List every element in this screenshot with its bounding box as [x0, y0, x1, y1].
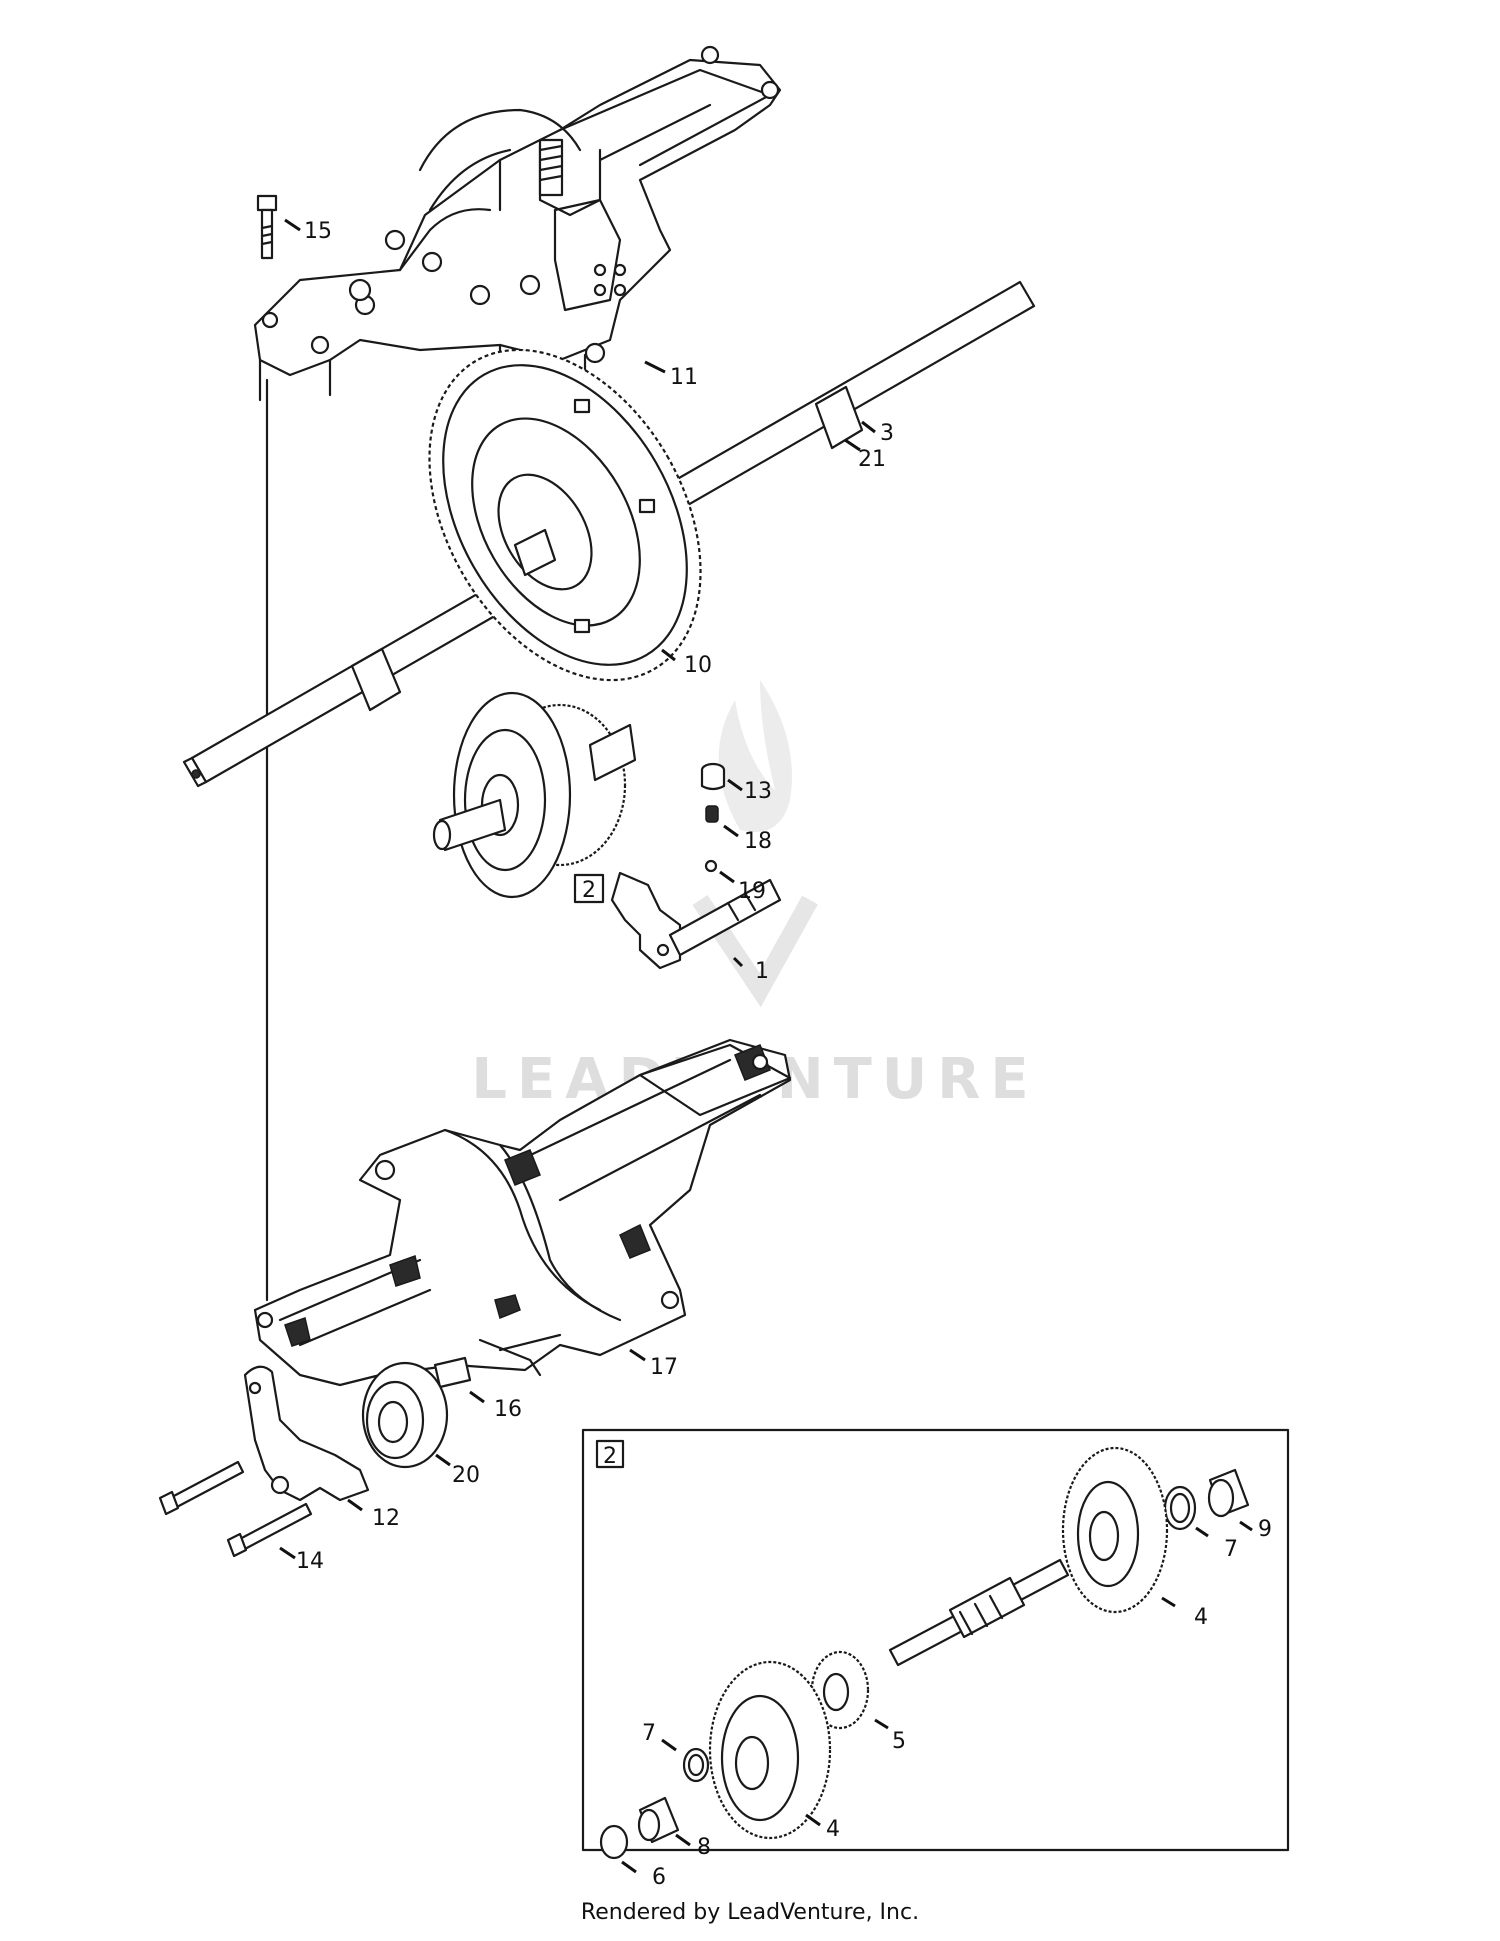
callout-labels: 15 11 3 21 10 13 18 19 2 1 17 16 20 12 1…	[296, 219, 1272, 1890]
callout-10: 10	[684, 653, 712, 678]
detail-callout-9: 9	[1258, 1517, 1272, 1542]
bracket-12	[243, 1365, 370, 1502]
callout-2-box	[573, 873, 605, 904]
callout-11: 11	[670, 365, 698, 390]
callout-19: 19	[738, 879, 766, 904]
callout-3: 3	[880, 421, 894, 446]
footer-credit: Rendered by LeadVenture, Inc.	[580, 1900, 920, 1925]
callout-14: 14	[296, 1549, 324, 1574]
leader-lines	[279, 218, 1253, 1874]
callout-17: 17	[650, 1355, 678, 1380]
bolt-15	[256, 194, 278, 260]
shift-fork-1	[610, 871, 782, 970]
differential-assembly-2	[432, 691, 637, 899]
callout-13: 13	[744, 779, 772, 804]
detail-callout-7-upper: 7	[1224, 1537, 1238, 1562]
bolts-12-14	[158, 1460, 313, 1558]
lower-housing	[253, 1038, 792, 1387]
callout-1: 1	[755, 959, 769, 984]
pulley-20	[361, 1361, 449, 1469]
callout-12: 12	[372, 1506, 400, 1531]
callout-16: 16	[494, 1397, 522, 1422]
detail-callout-7-lower: 7	[642, 1721, 656, 1746]
small-hardware	[700, 762, 726, 873]
callout-21: 21	[858, 447, 886, 472]
detail-callout-5: 5	[892, 1729, 906, 1754]
callout-2: 2	[582, 878, 596, 903]
key-16	[433, 1356, 472, 1389]
detail-callout-6: 6	[652, 1865, 666, 1890]
callout-20: 20	[452, 1463, 480, 1488]
upper-housing	[253, 45, 782, 402]
callout-18: 18	[744, 829, 772, 854]
detail-callout-4-upper: 4	[1194, 1605, 1208, 1630]
detail-callout-4-lower: 4	[826, 1817, 840, 1842]
detail-callout-2: 2	[603, 1444, 617, 1469]
callout-15: 15	[304, 219, 332, 244]
ring-gear-10	[428, 348, 702, 682]
detail-box-2	[581, 1428, 1290, 1860]
detail-callout-8: 8	[697, 1835, 711, 1860]
